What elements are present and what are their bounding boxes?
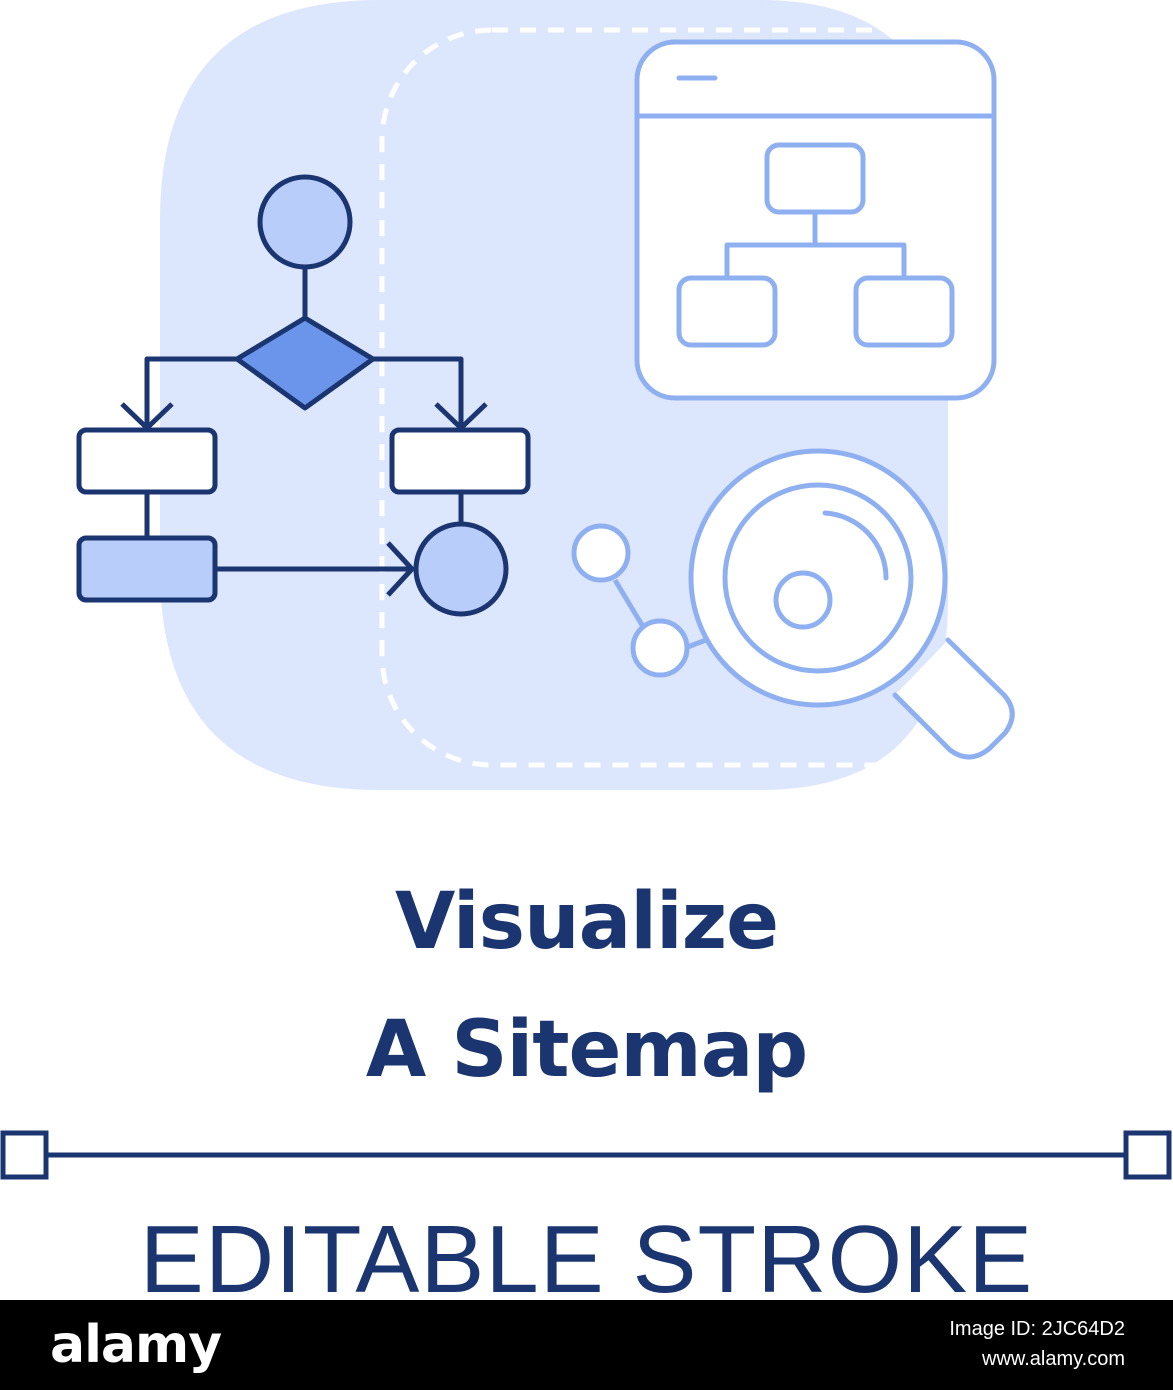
- flowchart-end-circle: [413, 521, 509, 617]
- browser-sitemap-icon: [634, 39, 997, 401]
- connected-nodes-icon: [571, 523, 781, 678]
- flowchart-start-circle: [257, 174, 353, 270]
- subtitle: EDITABLE STROKE: [139, 1206, 1034, 1313]
- title-line-1: Visualize: [394, 877, 779, 967]
- footer-meta: Image ID: 2JC64D2 www.alamy.com: [949, 1314, 1125, 1374]
- flowchart-box-left: [76, 427, 218, 495]
- rule-handle-right: [1123, 1130, 1172, 1180]
- flowchart-icon: [76, 174, 531, 617]
- image-id-text: Image ID: 2JC64D2: [949, 1318, 1125, 1340]
- sitemap-child-node-left: [676, 275, 778, 348]
- flowchart-decision-diamond: [234, 315, 376, 411]
- magnifying-glass-icon: [688, 448, 1015, 760]
- magnifier-handle: [892, 637, 1015, 760]
- footer-bar: alamy Image ID: 2JC64D2 www.alamy.com: [0, 1300, 1173, 1390]
- editable-stroke-rule: [0, 1130, 1172, 1180]
- sitemap-child-node-right: [853, 275, 955, 348]
- flowchart-box-filled: [76, 535, 218, 603]
- site-url-text: www.alamy.com: [982, 1348, 1125, 1370]
- dashed-frame: [379, 27, 1013, 768]
- title-line-2: A Sitemap: [365, 1005, 808, 1095]
- footer-logo: alamy: [50, 1315, 222, 1375]
- rule-handle-left: [0, 1130, 49, 1180]
- illustration: [76, 0, 1015, 790]
- flowchart-box-right: [389, 427, 531, 495]
